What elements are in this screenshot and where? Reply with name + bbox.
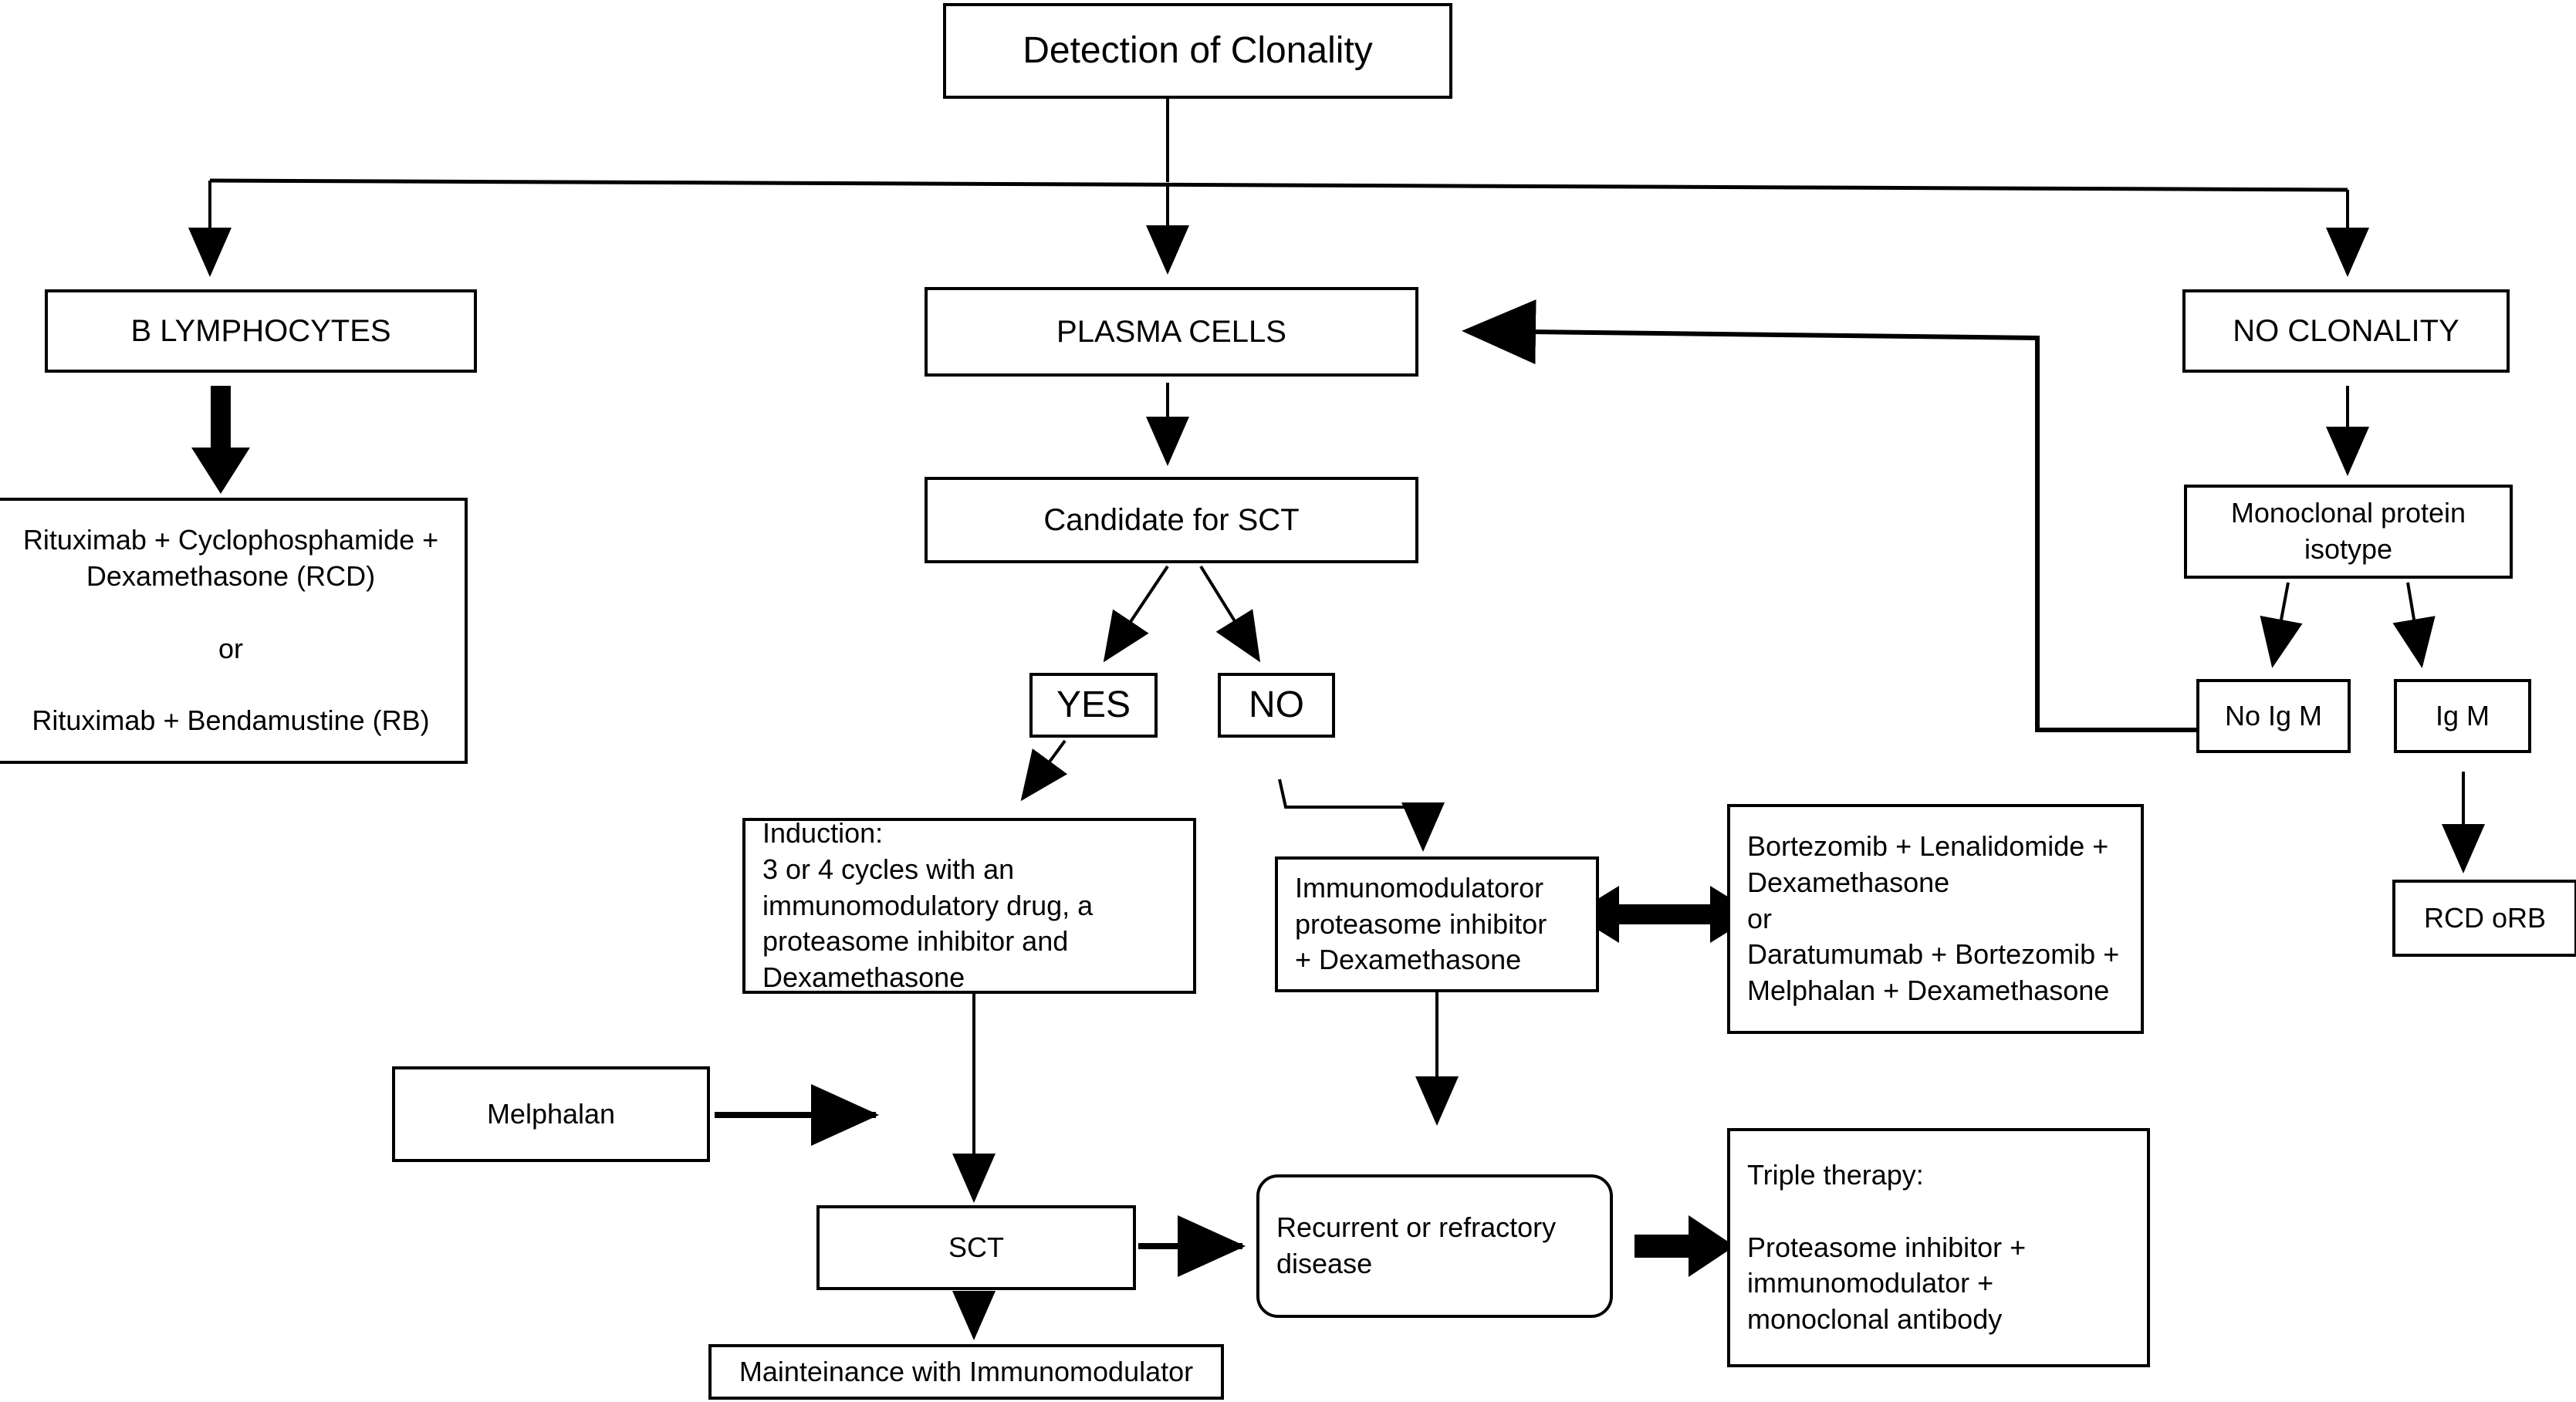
node-label: NO CLONALITY bbox=[2233, 314, 2459, 348]
edge-isotype-to-no-igm bbox=[2260, 582, 2303, 668]
node-label: Triple therapy: Proteasome inhibitor + i… bbox=[1747, 1159, 2027, 1336]
node-no-clonality[interactable]: NO CLONALITY bbox=[2182, 289, 2510, 373]
node-melphalan[interactable]: Melphalan bbox=[392, 1066, 710, 1162]
node-label: Bortezomib + Lenalidomide + Dexamethason… bbox=[1747, 830, 2120, 1007]
distribution-bar bbox=[209, 178, 2348, 192]
node-bortezomib-regimen[interactable]: Bortezomib + Lenalidomide + Dexamethason… bbox=[1727, 804, 2144, 1034]
node-detection-of-clonality[interactable]: Detection of Clonality bbox=[943, 3, 1452, 99]
node-label: NO bbox=[1249, 684, 1304, 725]
node-label: Monoclonal protein isotype bbox=[2230, 497, 2466, 565]
node-induction[interactable]: Induction: 3 or 4 cycles with an immunom… bbox=[742, 817, 1196, 994]
node-label: B LYMPHOCYTES bbox=[130, 314, 391, 348]
node-label: Rituximab + Cyclophosphamide + Dexametha… bbox=[22, 524, 439, 737]
node-no[interactable]: NO bbox=[1218, 673, 1335, 738]
node-label: RCD oRB bbox=[2423, 901, 2547, 934]
edge-recurrent-to-triple bbox=[1635, 1215, 1735, 1277]
node-ig-m[interactable]: Ig M bbox=[2394, 679, 2531, 753]
node-maintenance[interactable]: Mainteinance with Immunomodulator bbox=[708, 1344, 1224, 1400]
edge-no-to-immunomodulator bbox=[1278, 779, 1445, 852]
node-candidate-for-sct[interactable]: Candidate for SCT bbox=[925, 477, 1418, 563]
node-no-ig-m[interactable]: No Ig M bbox=[2196, 679, 2351, 753]
edge-yes-to-induction bbox=[1020, 739, 1068, 802]
node-label: SCT bbox=[948, 1231, 1004, 1263]
node-label: Immunomodulatoror proteasome inhibitor +… bbox=[1295, 871, 1547, 976]
node-label: Mainteinance with Immunomodulator bbox=[739, 1355, 1194, 1387]
node-label: Detection of Clonality bbox=[1023, 29, 1373, 71]
edge-candidate-to-yes bbox=[1103, 565, 1169, 663]
node-immunomodulator-or-proteasome[interactable]: Immunomodulatoror proteasome inhibitor +… bbox=[1275, 856, 1599, 992]
edge-candidate-to-no bbox=[1199, 565, 1261, 663]
node-label: Candidate for SCT bbox=[1043, 503, 1300, 537]
edge-b-lymphocytes-to-treatment bbox=[191, 386, 250, 494]
node-triple-therapy[interactable]: Triple therapy: Proteasome inhibitor + i… bbox=[1727, 1128, 2150, 1367]
node-sct[interactable]: SCT bbox=[816, 1205, 1136, 1290]
node-label: PLASMA CELLS bbox=[1056, 315, 1286, 349]
node-label: Recurrent or refractory disease bbox=[1276, 1211, 1557, 1279]
node-b-cell-treatment[interactable]: Rituximab + Cyclophosphamide + Dexametha… bbox=[0, 498, 468, 764]
node-recurrent-or-refractory-disease[interactable]: Recurrent or refractory disease bbox=[1256, 1174, 1613, 1318]
node-label: Induction: 3 or 4 cycles with an immunom… bbox=[762, 817, 1094, 994]
node-yes[interactable]: YES bbox=[1029, 673, 1158, 738]
node-label: No Ig M bbox=[2224, 699, 2323, 731]
node-plasma-cells[interactable]: PLASMA CELLS bbox=[925, 287, 1418, 377]
node-b-lymphocytes[interactable]: B LYMPHOCYTES bbox=[45, 289, 477, 373]
node-label: Ig M bbox=[2435, 699, 2490, 731]
edge-no-igm-to-plasma-cells bbox=[1462, 299, 2196, 732]
node-rcd-orb[interactable]: RCD oRB bbox=[2392, 880, 2576, 957]
node-monoclonal-protein-isotype[interactable]: Monoclonal protein isotype bbox=[2184, 485, 2513, 579]
node-label: YES bbox=[1056, 684, 1131, 725]
node-label: Melphalan bbox=[486, 1097, 616, 1130]
edge-isotype-to-igm bbox=[2392, 582, 2436, 668]
